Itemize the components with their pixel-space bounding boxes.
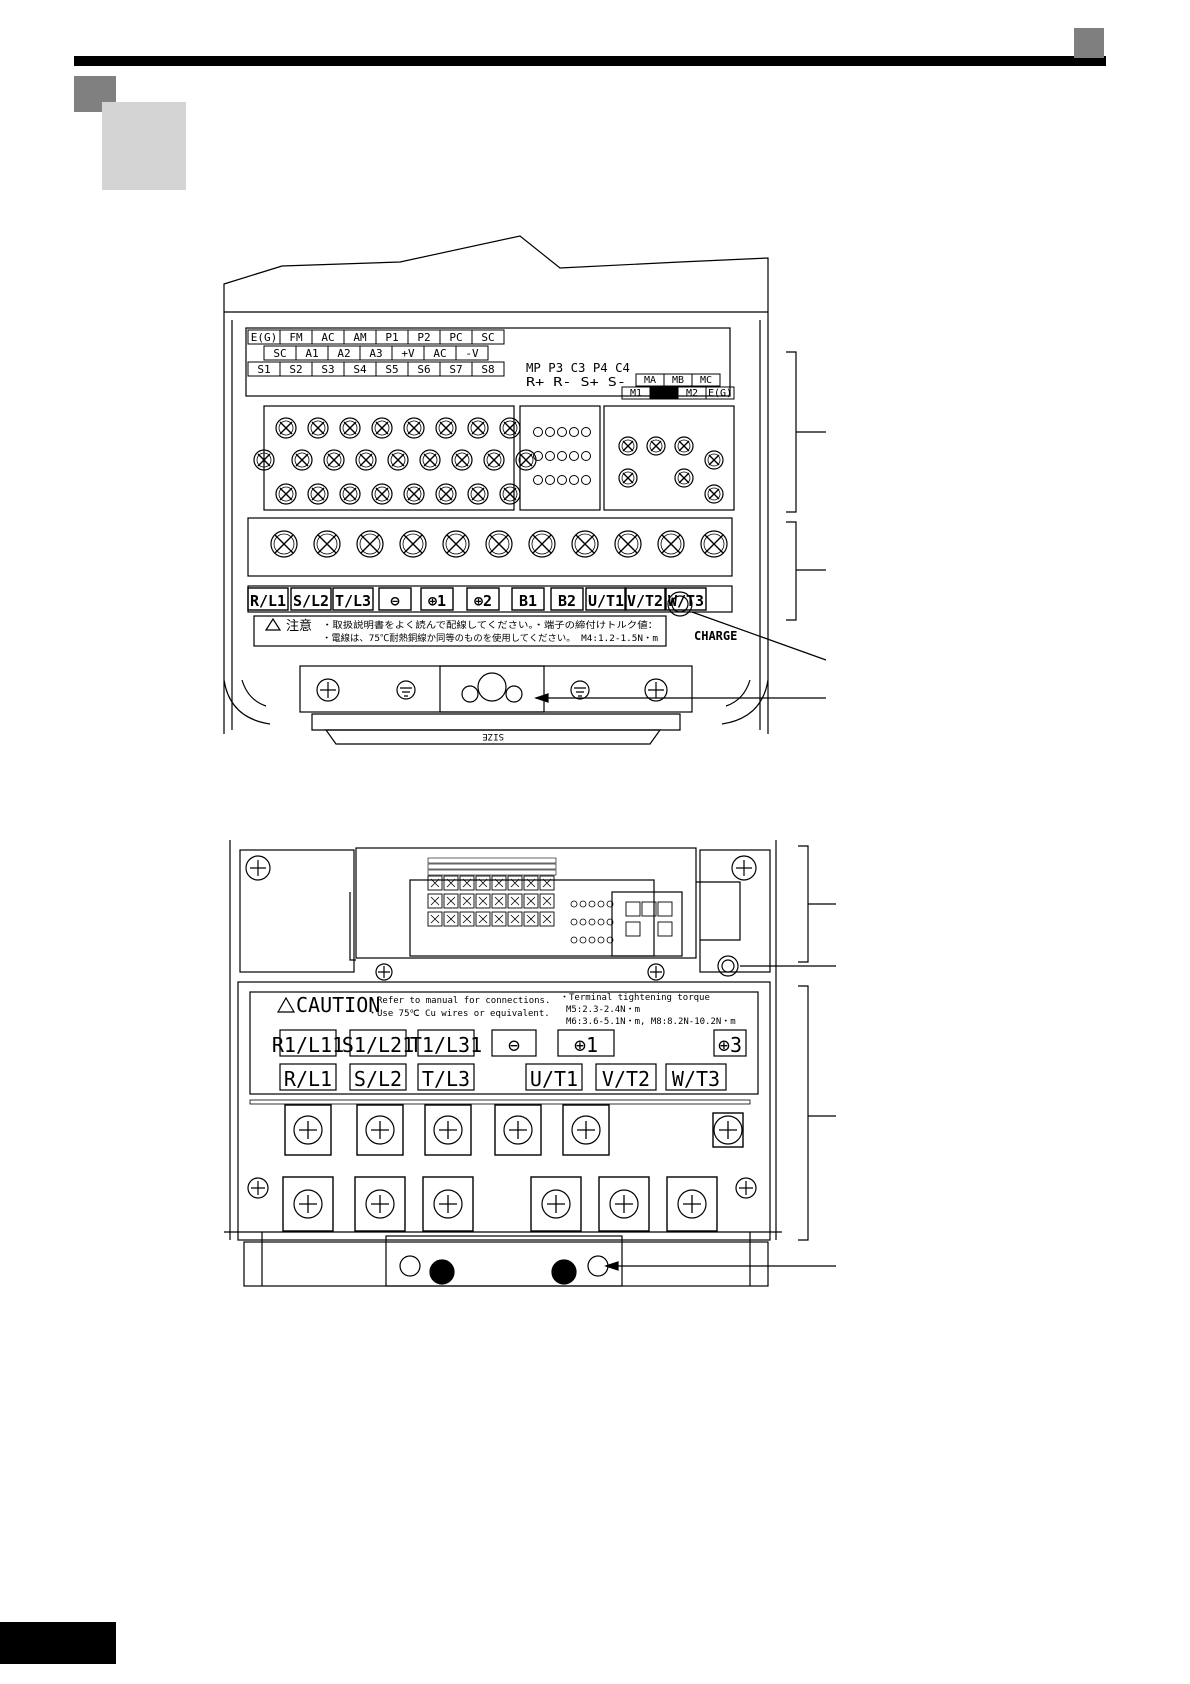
warning-line-2: ・電線は、75℃耐熱銅線か同等のものを使用してください。 M4:1.2-1.5N… (322, 632, 658, 644)
relay-terminal-label: MA (644, 375, 656, 386)
fig2-terminal-label: ⊕1 (574, 1033, 598, 1057)
chapter-tab-marker (1074, 28, 1104, 58)
fig2-terminal-label: U/T1 (530, 1067, 578, 1091)
ground-symbol-right (570, 680, 590, 700)
control-terminal-label: S7 (449, 363, 462, 376)
torque-title: ・Terminal tightening torque (560, 993, 710, 1003)
fig2-terminal-label: S1/L21 (342, 1033, 414, 1057)
section-marker-light (102, 102, 186, 190)
fig2-terminal-label: R/L1 (284, 1067, 332, 1091)
fig2-terminal-label: S/L2 (354, 1067, 402, 1091)
size-label: SIZE (482, 731, 504, 741)
control-terminal-label: PC (449, 331, 462, 344)
fig2-terminal-label: R1/L11 (272, 1033, 344, 1057)
torque-line-1: M5:2.3-2.4N・m (566, 1005, 640, 1015)
control-terminal-label: S3 (321, 363, 334, 376)
option-row2-label: R+ R- S+ S- (526, 375, 626, 389)
figure-2-large-inverter (224, 840, 836, 1287)
page-footer-tab (0, 1622, 116, 1664)
fig2-terminal-label: T/L3 (422, 1067, 470, 1091)
control-terminal-label: FM (289, 331, 303, 344)
fig2-terminal-label: W/T3 (672, 1067, 720, 1091)
main-terminal-label: W/T3 (668, 592, 704, 610)
control-terminal-label: S1 (257, 363, 270, 376)
fig2-terminal-label: ⊖ (508, 1033, 520, 1057)
charge-lamp (667, 591, 693, 617)
control-terminal-label: S8 (481, 363, 494, 376)
main-terminal-label: B2 (558, 592, 576, 610)
figure-1-small-inverter (223, 235, 827, 745)
main-terminal-label: ⊖ (390, 592, 399, 610)
relay-terminal-label: MC (700, 375, 712, 386)
control-terminal-label: SC (481, 331, 494, 344)
caution-label: CAUTION (296, 993, 380, 1017)
main-terminal-label: B1 (519, 592, 537, 610)
control-terminal-label: +V (401, 347, 415, 360)
control-terminal-label: AC (321, 331, 334, 344)
fig2-terminal-label: V/T2 (602, 1067, 650, 1091)
main-terminal-label: V/T2 (627, 592, 663, 610)
bottom-screw-right (644, 678, 668, 702)
main-terminal-label: ⊕2 (474, 592, 492, 610)
control-terminal-label: A2 (337, 347, 350, 360)
relay-terminal-label: E(G) (708, 388, 732, 399)
option-row1-label: MP P3 C3 P4 C4 (526, 361, 630, 375)
fig2-mid-screw-l (375, 963, 393, 981)
fig2-lower-screw-l (247, 1177, 269, 1199)
control-terminal-label: A1 (305, 347, 318, 360)
control-terminal-label: P1 (385, 331, 398, 344)
warning-title: 注意 (286, 618, 312, 634)
caution-line-2: ・Use 75℃ Cu wires or equivalent. (368, 1009, 550, 1019)
control-terminal-label: S6 (417, 363, 430, 376)
control-terminal-label: AC (433, 347, 446, 360)
main-terminal-label: ⊕1 (428, 592, 446, 610)
main-terminal-label: S/L2 (293, 592, 329, 610)
main-terminal-label: R/L1 (250, 592, 286, 610)
ground-symbol-left (396, 680, 416, 700)
fig2-terminal-label: ⊕3 (718, 1033, 742, 1057)
fig2-corner-screw-tr (731, 855, 757, 881)
main-terminal-label: T/L3 (335, 592, 371, 610)
charge-label: CHARGE (694, 629, 737, 643)
control-terminal-label: S4 (353, 363, 367, 376)
control-terminal-label: A3 (369, 347, 382, 360)
control-terminal-label: -V (465, 347, 479, 360)
control-terminal-label: E(G) (251, 331, 278, 344)
control-terminal-label: S2 (289, 363, 302, 376)
warning-line-1: ・取扱説明書をよく読んで配線してください。・端子の締付けトルク値： (322, 619, 658, 631)
fig2-lower-screw-r (735, 1177, 757, 1199)
control-terminal-label: S5 (385, 363, 398, 376)
control-terminal-label: SC (273, 347, 286, 360)
bottom-screw-left (316, 678, 340, 702)
main-terminal-label: U/T1 (588, 592, 624, 610)
relay-terminal-label: MB (672, 375, 684, 386)
control-terminal-label: P2 (417, 331, 430, 344)
fig2-corner-screw-tl (245, 855, 271, 881)
relay-terminal-label: M1 (630, 388, 642, 399)
relay-terminal-label: M2 (686, 388, 698, 399)
torque-line-2: M6:3.6-5.1N・m, M8:8.2N-10.2N・m (566, 1017, 736, 1027)
fig2-charge-lamp (717, 955, 739, 977)
header-rule (74, 56, 1106, 66)
fig2-terminal-label: T1/L31 (410, 1033, 482, 1057)
control-terminal-label: AM (353, 331, 367, 344)
fig2-mid-screw-r (647, 963, 665, 981)
caution-line-1: ・Refer to manual for connections. (368, 996, 550, 1006)
